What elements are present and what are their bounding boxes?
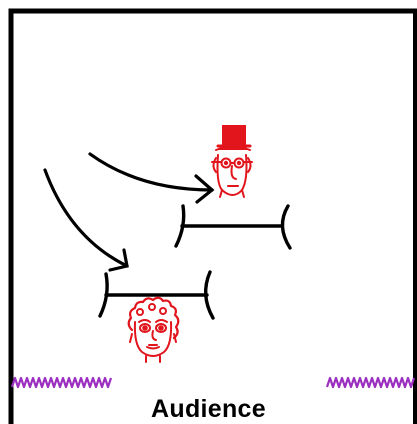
- arrow-to-top-hat-man: [88, 152, 215, 204]
- platform-lower: [98, 270, 215, 320]
- top-hat-face-icon: [211, 125, 253, 198]
- stage-frame: [8, 8, 417, 424]
- audience-line-left: [10, 376, 113, 389]
- arrow-to-curly-hair-woman: [43, 168, 129, 272]
- audience-line-right: [325, 376, 416, 389]
- platform-upper: [174, 204, 292, 250]
- audience-label: Audience: [151, 395, 266, 423]
- curly-hair-face-icon: [127, 296, 180, 363]
